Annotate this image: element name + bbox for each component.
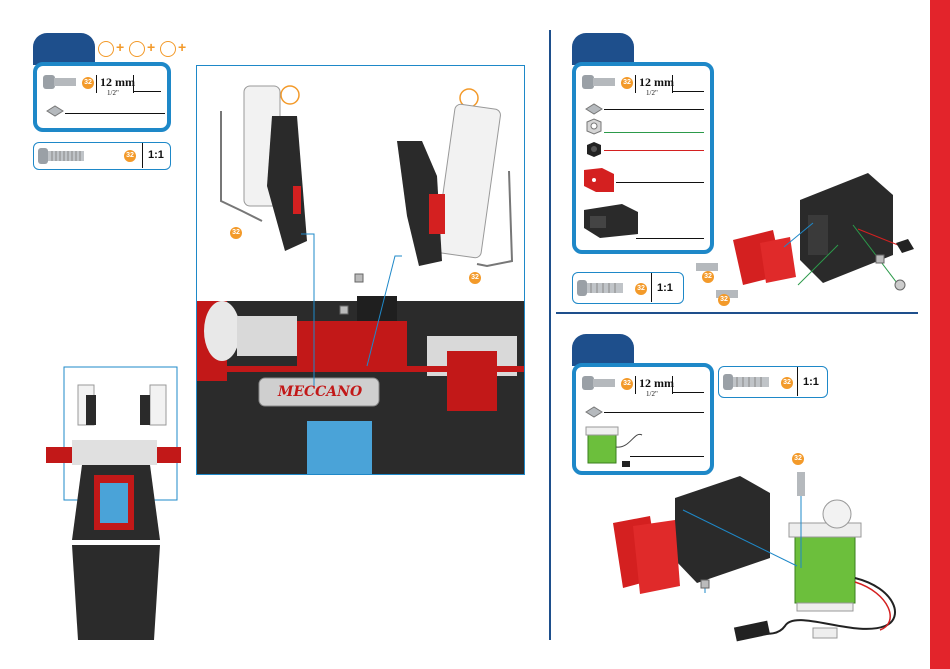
step-tab-2 xyxy=(572,33,634,65)
scale-reference-step-2: 32 1:1 xyxy=(572,272,684,304)
robot-overview xyxy=(42,365,182,645)
bolt-length-inch: 1/2" xyxy=(646,390,658,398)
bolt-scale-icon xyxy=(38,147,88,165)
scale-ratio: 1:1 xyxy=(148,149,164,161)
bolt-scale-icon xyxy=(577,279,627,297)
plus-sign: + xyxy=(147,39,155,55)
bolt-length-inch: 1/2" xyxy=(107,89,119,97)
assembly-illustration-step-1: MECCANO 32 32 xyxy=(196,65,525,475)
quantity-badge: 32 xyxy=(230,227,242,239)
bolt-length: 12 mm xyxy=(100,75,135,90)
black-nut-icon xyxy=(584,141,604,159)
quantity-badge: 32 xyxy=(621,77,633,89)
page-edge-strip xyxy=(930,0,950,669)
assembly-illustration-step-2: 32 32 xyxy=(688,165,918,310)
scale-reference-step-1: 32 1:1 xyxy=(33,142,171,170)
bolt-scale-icon xyxy=(723,373,773,391)
step-tab-1 xyxy=(33,33,95,65)
brand-plate: MECCANO xyxy=(263,384,377,400)
page-divider xyxy=(549,30,551,640)
quantity-badge: 32 xyxy=(124,150,136,162)
quantity-badge: 32 xyxy=(82,77,94,89)
subassembly-circle-2 xyxy=(129,41,145,57)
plus-sign: + xyxy=(178,39,186,55)
step-divider xyxy=(556,312,918,314)
bolt-length: 12 mm xyxy=(639,376,674,391)
servo-holder-icon xyxy=(582,200,642,240)
bolt-length: 12 mm xyxy=(639,75,674,90)
parts-list-step-1: 32 12 mm 1/2" xyxy=(33,62,171,132)
bolt-icon xyxy=(582,72,618,92)
quantity-badge: 32 xyxy=(792,453,804,465)
subassembly-circle-1 xyxy=(98,41,114,57)
bolt-icon xyxy=(43,72,79,92)
quantity-badge: 32 xyxy=(702,271,714,283)
scale-reference-step-3: 32 1:1 xyxy=(718,366,828,398)
subassembly-circle-3 xyxy=(160,41,176,57)
quantity-badge: 32 xyxy=(718,294,730,306)
assembly-illustration-step-3: 32 xyxy=(605,448,920,653)
plus-sign: + xyxy=(116,39,124,55)
square-nut-icon xyxy=(45,104,65,118)
quantity-badge: 32 xyxy=(621,378,633,390)
bolt-length-inch: 1/2" xyxy=(646,89,658,97)
scale-ratio: 1:1 xyxy=(803,376,819,388)
square-nut-icon xyxy=(584,405,604,419)
quantity-badge: 32 xyxy=(469,272,481,284)
step-tab-3 xyxy=(572,334,634,366)
quantity-badge: 32 xyxy=(781,377,793,389)
quantity-badge: 32 xyxy=(635,283,647,295)
lock-nut-icon xyxy=(584,118,604,136)
scale-ratio: 1:1 xyxy=(657,282,673,294)
red-bracket-icon xyxy=(582,166,616,194)
bolt-icon xyxy=(582,373,618,393)
square-nut-icon xyxy=(584,102,604,116)
